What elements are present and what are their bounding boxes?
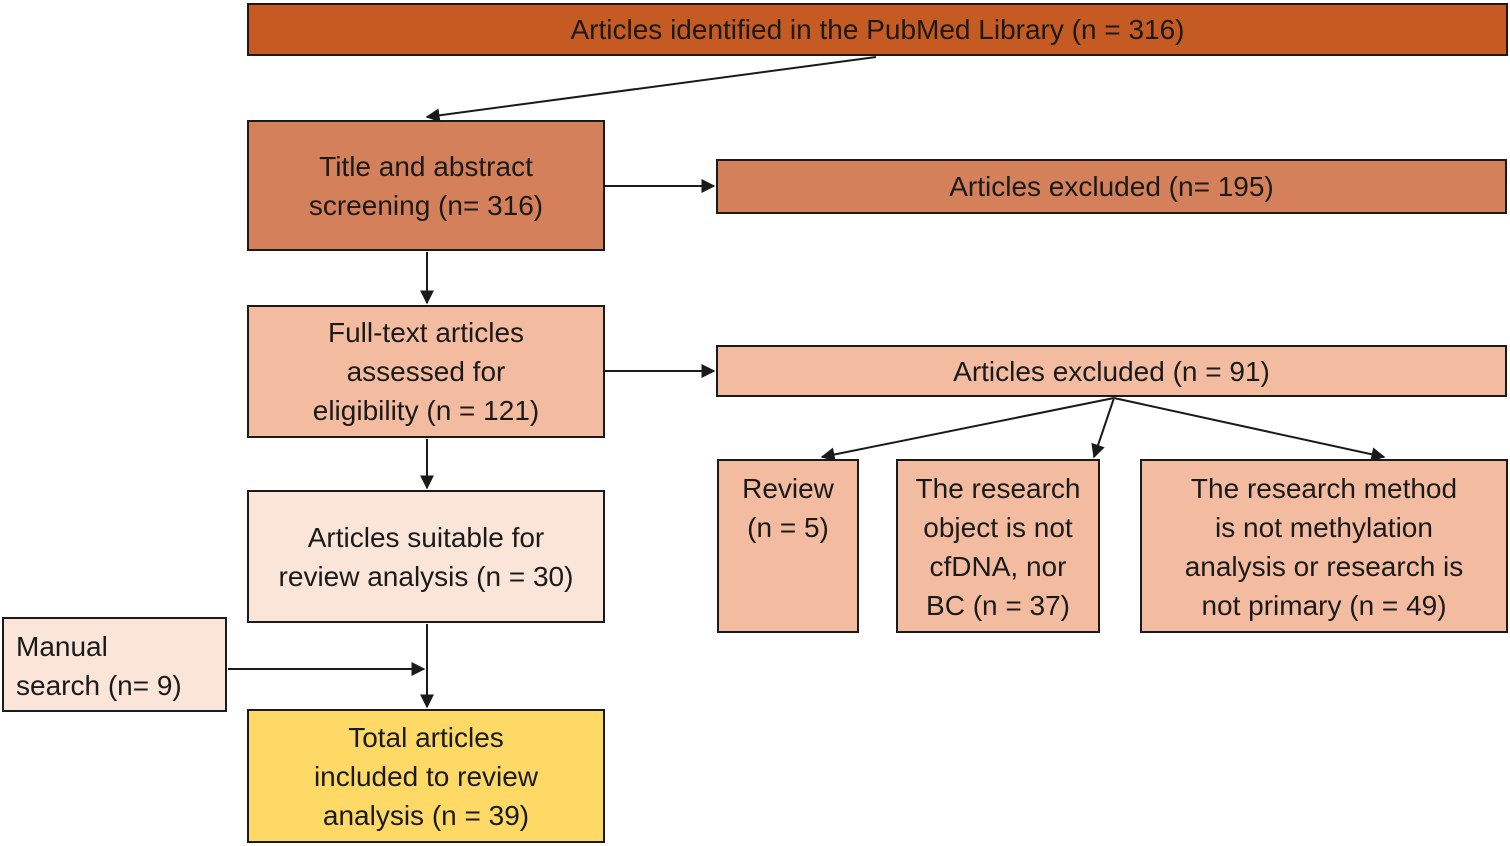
arrow-identified-to-screening xyxy=(425,56,877,123)
object-exclusion-box: The research object is not cfDNA, nor BC… xyxy=(896,459,1100,633)
arrow-excluded-to-object xyxy=(1091,397,1115,459)
manual-search-box: Manual search (n= 9) xyxy=(2,617,227,712)
arrow-excluded-to-method xyxy=(1113,397,1386,462)
fulltext-box: Full-text articles assessed for eligibil… xyxy=(247,305,605,438)
total-included-box: Total articles included to review analys… xyxy=(247,709,605,843)
arrow-excluded-to-review xyxy=(820,397,1115,462)
excluded-195-box: Articles excluded (n= 195) xyxy=(716,159,1507,214)
suitable-box: Articles suitable for review analysis (n… xyxy=(247,490,605,623)
identified-box: Articles identified in the PubMed Librar… xyxy=(247,3,1508,56)
method-exclusion-box: The research method is not methylation a… xyxy=(1140,459,1508,633)
excluded-91-box: Articles excluded (n = 91) xyxy=(716,345,1507,397)
review-exclusion-box: Review (n = 5) xyxy=(717,459,859,633)
screening-box: Title and abstract screening (n= 316) xyxy=(247,120,605,251)
